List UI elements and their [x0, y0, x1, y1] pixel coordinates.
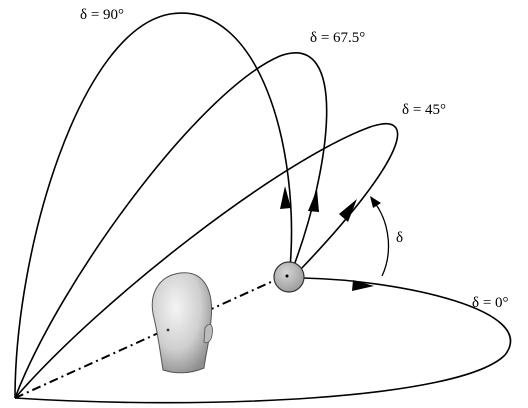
arrowhead-delta-45 — [339, 199, 357, 222]
label-delta-67-5: δ = 67.5° — [310, 30, 366, 46]
label-delta-0: δ = 0° — [472, 295, 509, 311]
label-delta-90: δ = 90° — [80, 7, 125, 23]
delta-angle-arrowhead — [370, 196, 381, 208]
label-delta-angle: δ — [396, 230, 404, 246]
head-to-source-axis — [14, 276, 283, 399]
sound-source-sphere — [273, 261, 305, 293]
delta-angle-arc — [374, 202, 390, 277]
arrowhead-delta-0 — [352, 280, 374, 291]
trajectory-delta-90 — [14, 12, 293, 399]
arrowhead-delta-67-5 — [308, 189, 319, 212]
listener-head-icon — [151, 272, 213, 374]
label-delta-45: δ = 45° — [402, 102, 447, 118]
trajectory-delta-67-5 — [14, 52, 328, 399]
arrowhead-delta-90 — [280, 186, 291, 209]
trajectory-delta-45 — [14, 122, 399, 399]
trajectory-delta-0 — [14, 277, 512, 404]
